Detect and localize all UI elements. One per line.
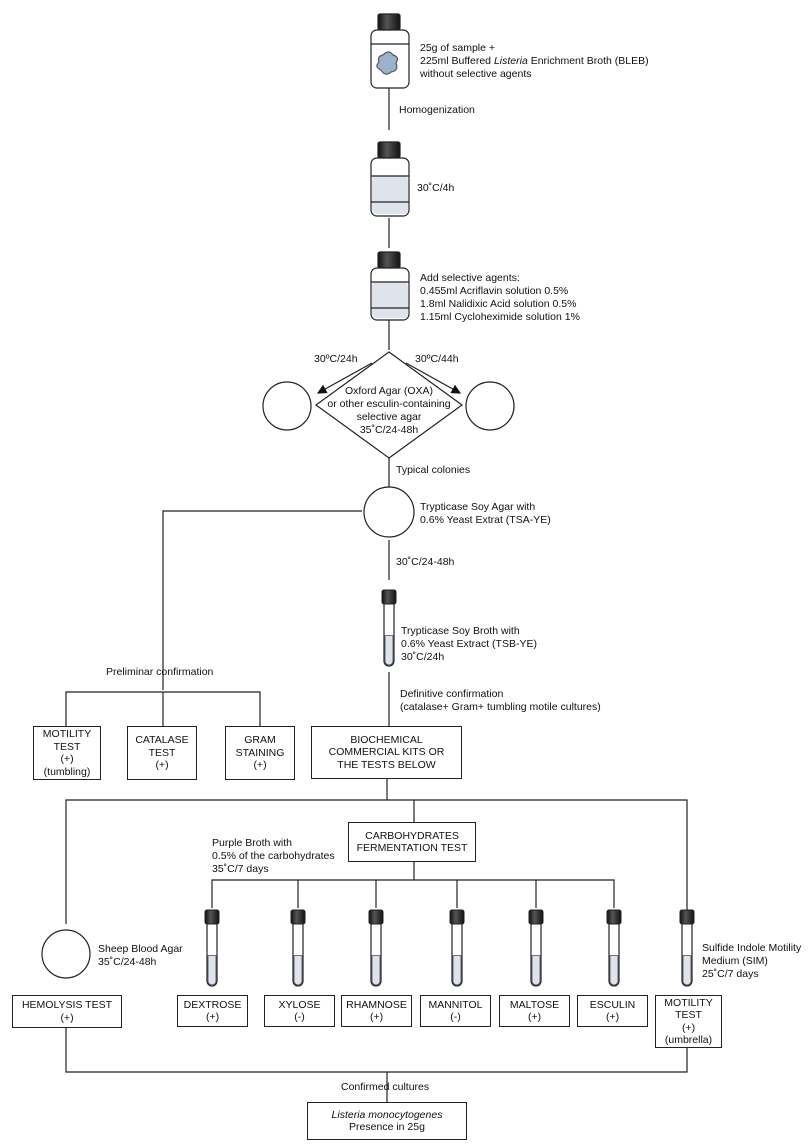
homogenization-label: Homogenization	[399, 104, 475, 116]
connector-line	[65, 799, 688, 924]
branch-left-label: 30ºC/24h	[314, 353, 358, 365]
sample-bottle-icon	[370, 13, 410, 89]
hemolysis-box: HEMOLYSIS TEST(+)	[12, 995, 122, 1028]
confirmed-label: Confirmed cultures	[341, 1081, 430, 1093]
test-tube-icon	[606, 909, 622, 987]
selective-agents-label: Add selective agents: 0.455ml Acriflavin…	[420, 272, 580, 323]
definitive-label: Definitive confirmation(catalase+ Gram+ …	[400, 688, 601, 713]
connector-line	[65, 1028, 688, 1073]
sample-label: 25g of sample + 225ml Buffered Listeria …	[420, 42, 649, 80]
test-tube-icon	[381, 589, 397, 667]
bottle-icon	[370, 251, 410, 321]
test-tube-icon	[368, 909, 384, 987]
test-tube-icon	[204, 909, 220, 987]
rhamnose-box: RHAMNOSE(+)	[341, 995, 412, 1027]
arrow-right	[405, 362, 462, 394]
agar-plate-icon	[465, 381, 515, 431]
incubation2-label: 30˚C/24-48h	[396, 556, 455, 568]
xylose-box: XYLOSE(-)	[264, 995, 335, 1027]
test-tube-icon	[449, 909, 465, 987]
mannitol-box: MANNITOL(-)	[420, 995, 491, 1027]
connector-line	[211, 879, 615, 908]
preliminar-label: Preliminar confirmation	[106, 666, 214, 678]
arrow-left	[316, 362, 373, 394]
maltose-box: MALTOSE(+)	[499, 995, 570, 1027]
esculin-box: ESCULIN(+)	[577, 995, 648, 1027]
decision-diamond	[314, 351, 464, 459]
test-tube-icon	[679, 909, 695, 987]
agar-plate-icon	[262, 381, 312, 431]
dextrose-box: DEXTROSE(+)	[177, 995, 248, 1027]
test-tube-icon	[290, 909, 306, 987]
test-tube-icon	[528, 909, 544, 987]
bottle-icon	[370, 141, 410, 217]
branch-right-label: 30ºC/44h	[415, 353, 459, 365]
agar-plate-icon	[41, 929, 91, 979]
connector-line	[162, 510, 362, 690]
oxford-agar-label: Oxford Agar (OXA)or other esculin-contai…	[327, 385, 451, 436]
incubation-label: 30˚C/4h	[417, 182, 455, 194]
agar-plate-icon	[363, 486, 415, 538]
typical-colonies-label: Typical colonies	[396, 464, 471, 476]
